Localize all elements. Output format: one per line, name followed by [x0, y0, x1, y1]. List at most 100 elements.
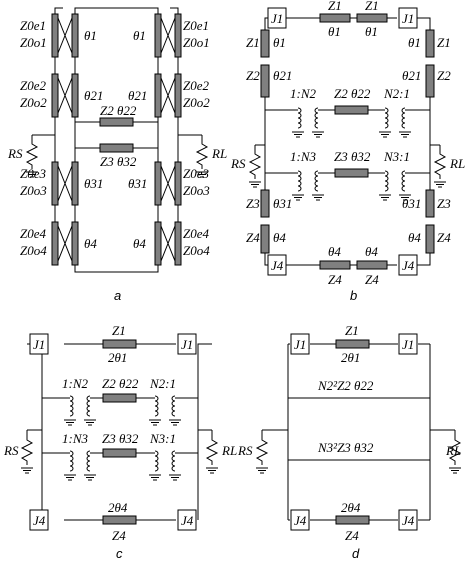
b-theta4-bottom-left: θ4: [328, 244, 341, 259]
label-z0o1-right: Z0o1: [183, 35, 210, 50]
b-z4-side-right: Z4: [437, 230, 451, 245]
label-theta31-left: θ31: [84, 176, 103, 191]
label-z0e4-right: Z0e4: [183, 226, 210, 241]
c-j4-right: J4: [181, 513, 194, 528]
d-n3z3: N3²Z3 θ32: [317, 440, 374, 455]
label-z2-theta22: Z2 θ22: [100, 103, 137, 118]
b-z1-top-left: Z1: [328, 0, 342, 13]
label-z0e2-right: Z0e2: [183, 78, 210, 93]
b-rs: RS: [230, 156, 246, 171]
caption-d: d: [352, 546, 360, 561]
c-z3-line: Z3 θ32: [102, 431, 139, 446]
b-theta4-side-right: θ4: [408, 230, 421, 245]
d-two-theta4: 2θ4: [341, 500, 361, 515]
d-z4: Z4: [345, 528, 359, 543]
b-theta4-side-left: θ4: [273, 230, 286, 245]
c-j1-right: J1: [181, 337, 193, 352]
panel-a: Z0e1 Z0o1 Z0e1 Z0o1 Z0e2 Z0o2 Z0e2 Z0o2 …: [7, 7, 227, 303]
b-z4-side-left: Z4: [246, 230, 260, 245]
c-z2-line: Z2 θ22: [102, 376, 139, 391]
b-z4-bottom-right: Z4: [365, 272, 379, 287]
d-two-theta1: 2θ1: [341, 350, 360, 365]
panel-d: J1 J1 J4 J4 Z1 2θ1 N2²Z2 θ22 N3²Z3 θ32 2…: [237, 323, 462, 561]
d-n2z2: N2²Z2 θ22: [317, 378, 374, 393]
b-theta1-top-right: θ1: [365, 24, 378, 39]
b-z3-side-left: Z3: [246, 196, 260, 211]
c-rl: RL: [221, 443, 237, 458]
b-theta1-top-left: θ1: [328, 24, 341, 39]
b-rl: RL: [449, 156, 465, 171]
label-theta21-right: θ21: [128, 88, 147, 103]
b-n3-right: N3:1: [383, 149, 410, 164]
d-j1-right: J1: [402, 337, 414, 352]
b-z3-side-right: Z3: [437, 196, 451, 211]
b-theta21-left: θ21: [273, 68, 292, 83]
label-z0o1-left: Z0o1: [20, 35, 47, 50]
label-z0e4-left: Z0e4: [20, 226, 47, 241]
label-theta1-right: θ1: [133, 28, 146, 43]
c-z1: Z1: [112, 323, 126, 338]
b-theta1-side-left: θ1: [273, 35, 286, 50]
b-z3-line: Z3 θ32: [334, 149, 371, 164]
c-j1-left: J1: [33, 337, 45, 352]
panel-b: J1 J1 J4 J4 Z1 Z1 θ1 θ1 Z1 θ1 Z1 θ1 Z2 θ…: [230, 0, 465, 303]
b-theta1-side-right: θ1: [408, 35, 421, 50]
label-z0e1-left: Z0e1: [20, 18, 46, 33]
d-rl: RL: [445, 443, 461, 458]
label-theta31-right: θ31: [128, 176, 147, 191]
c-n3-right: N3:1: [149, 431, 176, 446]
b-j4-left: J4: [271, 258, 284, 273]
label-theta4-right: θ4: [133, 236, 146, 251]
c-two-theta4: 2θ4: [108, 500, 128, 515]
d-j4-left: J4: [294, 513, 307, 528]
b-theta31-left: θ31: [273, 196, 292, 211]
label-z0e1-right: Z0e1: [183, 18, 209, 33]
b-n3-left: 1:N3: [290, 149, 317, 164]
c-n2-left: 1:N2: [62, 376, 89, 391]
b-j4-right: J4: [402, 258, 415, 273]
b-z1-side-right: Z1: [437, 35, 451, 50]
d-z1: Z1: [345, 323, 359, 338]
label-rs: RS: [7, 146, 23, 161]
b-j1-left: J1: [271, 11, 283, 26]
label-z0o4-right: Z0o4: [183, 243, 210, 258]
d-j4-right: J4: [402, 513, 415, 528]
label-rl: RL: [211, 146, 227, 161]
label-z3-theta32: Z3 θ32: [100, 154, 137, 169]
label-z0e2-left: Z0e2: [20, 78, 47, 93]
label-z0e3-left: Z0e3: [20, 166, 47, 181]
d-j1-left: J1: [294, 337, 306, 352]
caption-a: a: [114, 288, 121, 303]
d-rs: RS: [237, 443, 253, 458]
c-two-theta1: 2θ1: [108, 350, 127, 365]
c-n3-left: 1:N3: [62, 431, 89, 446]
label-theta4-left: θ4: [84, 236, 97, 251]
label-z0o3-right: Z0o3: [183, 183, 210, 198]
b-theta4-bottom-right: θ4: [365, 244, 378, 259]
caption-b: b: [350, 288, 357, 303]
b-z2-side-right: Z2: [437, 68, 451, 83]
c-j4-left: J4: [33, 513, 46, 528]
b-z2-line: Z2 θ22: [334, 86, 371, 101]
label-z0o4-left: Z0o4: [20, 243, 47, 258]
b-j1-right: J1: [402, 11, 414, 26]
panel-c: J1 J1 J4 J4 Z1 2θ1 2θ4 Z4 1:N2 N2:1 Z2 θ…: [3, 323, 237, 561]
b-n2-right: N2:1: [383, 86, 410, 101]
caption-c: c: [116, 546, 123, 561]
label-z0o3-left: Z0o3: [20, 183, 47, 198]
c-z4: Z4: [112, 528, 126, 543]
b-z2-side-left: Z2: [246, 68, 260, 83]
c-rs: RS: [3, 443, 19, 458]
label-theta21-left: θ21: [84, 88, 103, 103]
b-z4-bottom-left: Z4: [328, 272, 342, 287]
label-theta1-left: θ1: [84, 28, 97, 43]
b-n2-left: 1:N2: [290, 86, 317, 101]
b-theta31-right: θ31: [402, 196, 421, 211]
label-z0o2-left: Z0o2: [20, 95, 47, 110]
label-z0o2-right: Z0o2: [183, 95, 210, 110]
b-z1-side-left: Z1: [246, 35, 260, 50]
b-theta21-right: θ21: [402, 68, 421, 83]
b-z1-top-right: Z1: [365, 0, 379, 13]
label-z0e3-right: Z0e3: [183, 166, 210, 181]
